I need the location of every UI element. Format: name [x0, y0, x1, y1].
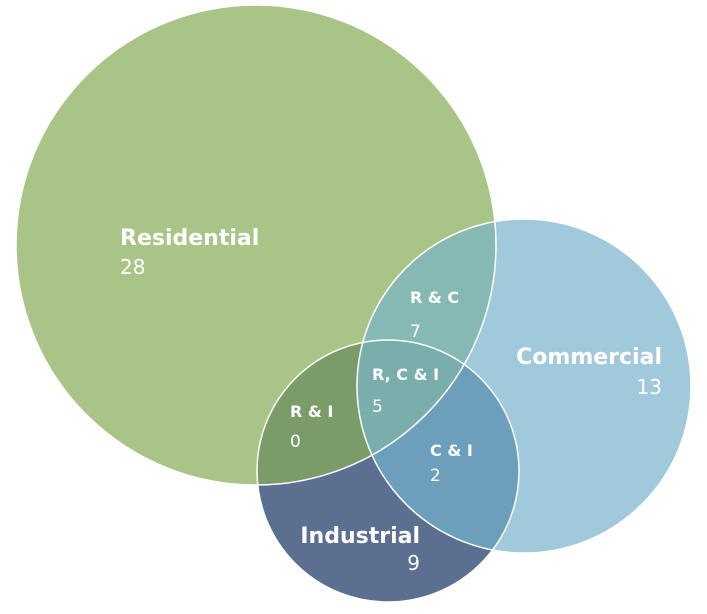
r-and-i-label: R & I	[290, 402, 333, 421]
circle-outlines	[15, 4, 692, 603]
residential-count: 28	[120, 255, 145, 279]
r-and-i-count: 0	[290, 432, 301, 452]
r-and-c-count: 7	[410, 322, 421, 342]
r-and-c-label: R & C	[410, 288, 459, 307]
commercial-count: 13	[637, 375, 662, 399]
r-c-and-i-label: R, C & I	[372, 365, 439, 384]
industrial-count: 9	[407, 551, 420, 575]
c-and-i-label: C & I	[430, 441, 473, 460]
r-c-and-i-count: 5	[372, 397, 383, 417]
c-and-i-count: 2	[430, 466, 441, 486]
industrial-label: Industrial	[300, 524, 420, 549]
residential-label: Residential	[120, 226, 259, 251]
commercial-label: Commercial	[516, 345, 662, 370]
c-and-i-region	[357, 340, 519, 553]
